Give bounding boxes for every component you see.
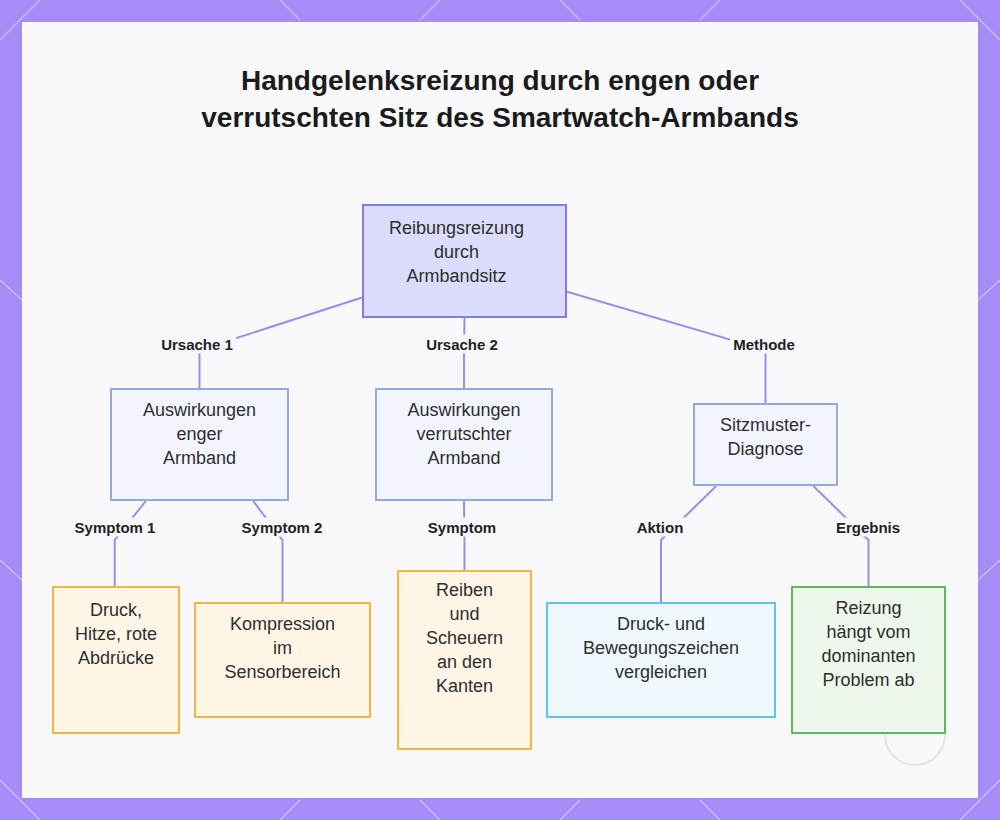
diagram-title: Handgelenksreizung durch engen oder verr…	[170, 62, 830, 136]
pattern-line	[0, 560, 22, 580]
pattern-line	[560, 0, 580, 20]
node-label: Reibungsreizung durch Armbandsitz	[388, 216, 525, 288]
pattern-line	[280, 800, 300, 820]
connector-label: Symptom 1	[72, 518, 159, 537]
connector-line	[253, 501, 282, 602]
result-box: Reizung hängt vom dominanten Problem ab	[791, 586, 946, 734]
node-label: Auswirkungen verrutschter Armband	[407, 398, 521, 470]
pattern-line	[700, 0, 720, 20]
connector-label: Ursache 1	[158, 335, 236, 354]
connector-line	[661, 486, 716, 602]
content-panel	[22, 22, 978, 798]
method-box: Sitzmuster-Diagnose	[693, 403, 838, 486]
connector-label: Symptom	[425, 518, 499, 537]
cause-box: Auswirkungen enger Armband	[110, 388, 289, 501]
node-label: Auswirkungen enger Armband	[142, 398, 257, 470]
connector-label: Ergebnis	[833, 518, 903, 537]
pattern-line	[560, 800, 580, 820]
connector-line	[115, 501, 146, 586]
symptom-box: Kompression im Sensorbereich	[194, 602, 371, 718]
pattern-line	[978, 280, 1000, 300]
node-label: Reizung hängt vom dominanten Problem ab	[817, 596, 920, 692]
connector-label: Ursache 2	[423, 335, 501, 354]
node-label: Reiben und Scheuern an den Kanten	[424, 578, 505, 698]
symptom-box: Reiben und Scheuern an den Kanten	[397, 570, 532, 750]
node-label: Sitzmuster-Diagnose	[709, 413, 822, 461]
connector-label: Symptom 2	[239, 518, 326, 537]
connector-label: Aktion	[634, 518, 687, 537]
pattern-line	[420, 0, 440, 20]
node-label: Druck, Hitze, rote Abdrücke	[70, 598, 162, 670]
pattern-line	[978, 560, 1000, 580]
pattern-line	[0, 280, 22, 300]
cause-box: Auswirkungen verrutschter Armband	[375, 388, 553, 501]
node-label: Kompression im Sensorbereich	[222, 612, 343, 684]
symptom-box: Druck, Hitze, rote Abdrücke	[52, 586, 180, 734]
connector-label: Methode	[730, 335, 798, 354]
pattern-line	[700, 800, 720, 820]
pattern-line	[280, 0, 300, 20]
root-box: Reibungsreizung durch Armbandsitz	[362, 204, 567, 318]
node-label: Druck- und Bewegungszeichen vergleichen	[578, 612, 744, 684]
action-box: Druck- und Bewegungszeichen vergleichen	[546, 602, 776, 718]
pattern-line	[420, 800, 440, 820]
